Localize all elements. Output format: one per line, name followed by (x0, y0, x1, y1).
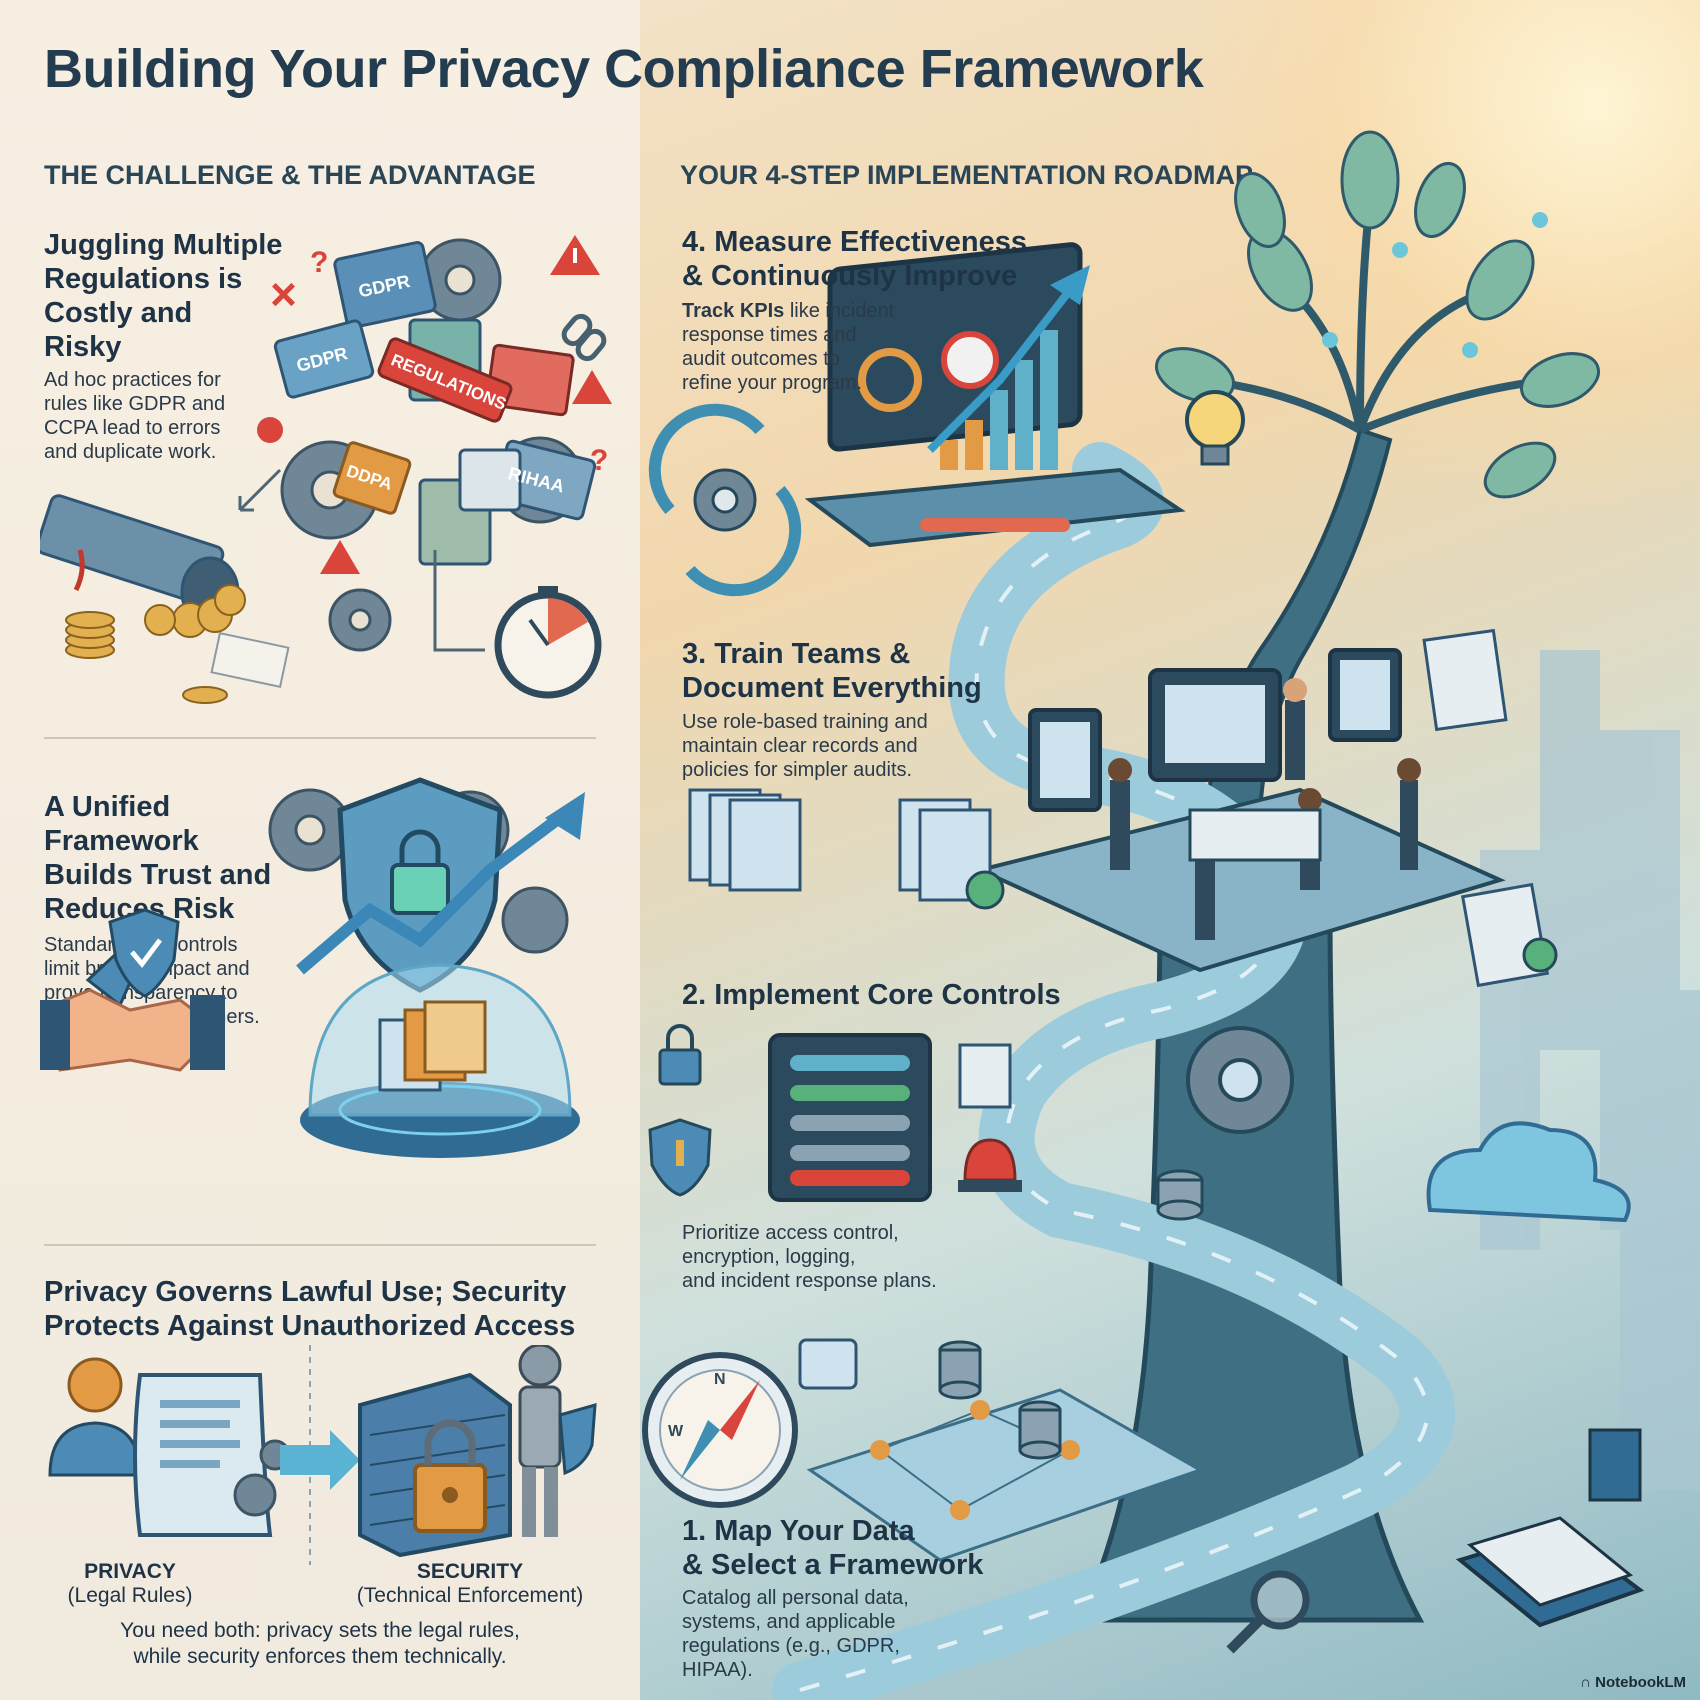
stopwatch-icon (494, 586, 602, 699)
step1-title: 1. Map Your Data & Select a Framework (682, 1515, 984, 1581)
document-stack-icon (1422, 628, 1508, 732)
question-icon: ?? (310, 246, 608, 477)
cycle-arrows-icon (648, 403, 802, 597)
alarm-icon (958, 1138, 1022, 1192)
privacy-label: PRIVACY (84, 1560, 176, 1583)
step2-body: Prioritize access control, encryption, l… (682, 1222, 937, 1292)
divider-1 (44, 737, 596, 739)
database-icon (1156, 1169, 1204, 1221)
lightbulb-icon (1185, 390, 1245, 466)
chain-link-icon (561, 313, 607, 362)
gear-icon (693, 468, 757, 532)
network-map-icon (806, 1388, 1204, 1562)
shield-lock-icon (648, 1118, 712, 1197)
block3-footer: You need both: privacy sets the legal ru… (120, 1619, 520, 1668)
roadmap-tree-illustration: N W (642, 130, 1700, 1700)
city-skyline (1480, 650, 1700, 1490)
roadmap-path (772, 442, 1456, 1700)
document-cards (273, 241, 597, 566)
arrow-icon (280, 1430, 360, 1490)
arrow-icon (238, 468, 282, 512)
step2-title: 2. Implement Core Controls (682, 979, 1061, 1011)
cloud-lock-icon (1426, 1121, 1631, 1223)
warning-icon (320, 235, 612, 574)
step3-body: Use role-based training and maintain cle… (682, 711, 928, 781)
document-stack-icon (1460, 882, 1558, 988)
block1-body: Ad hoc practices for rules like GDPR and… (44, 369, 226, 463)
checkmark-icon (965, 870, 1005, 910)
growth-arrow-icon (296, 792, 585, 975)
padlock-icon (658, 1024, 702, 1086)
dashboard-icon (804, 242, 1186, 548)
x-mark-icon: × (270, 268, 297, 320)
privacy-sublabel: (Legal Rules) (67, 1584, 193, 1607)
step4-body-bold: Track KPIs (682, 300, 785, 322)
glass-dome-icon (300, 963, 580, 1158)
coins-icon (65, 584, 246, 704)
right-section-heading: YOUR 4-STEP IMPLEMENTATION ROADMAP (680, 160, 1254, 190)
compass-w: W (668, 1423, 684, 1440)
knight-icon (518, 1345, 597, 1537)
padlock-icon (413, 1419, 487, 1533)
document-stack-icon (688, 788, 992, 902)
arrow-icon (433, 550, 485, 652)
left-section-heading: THE CHALLENGE & THE ADVANTAGE (44, 160, 536, 190)
step4-body: Track KPIs like incident response times … (682, 300, 895, 394)
book-icon (1455, 1428, 1645, 1628)
step3-title: 3. Train Teams & Document Everything (682, 638, 982, 704)
security-sublabel: (Technical Enforcement) (356, 1584, 584, 1607)
compass-n: N (714, 1371, 726, 1388)
document-icon (798, 1338, 858, 1390)
paper-icon (210, 631, 290, 689)
step1-body: Catalog all personal data, systems, and … (682, 1587, 909, 1681)
document-icon (958, 1043, 1012, 1109)
block1-title: Juggling Multiple Regulations is Costly … (44, 229, 283, 363)
control-panel-icon (768, 1033, 932, 1202)
notebooklm-logo-icon: ∩ (1580, 1674, 1596, 1691)
divider-2 (44, 1244, 596, 1246)
handshake-icon (40, 908, 225, 1072)
block3-title: Privacy Governs Lawful Use; Security Pro… (44, 1276, 576, 1342)
svg-text:?: ? (310, 246, 328, 279)
error-dot-icon (257, 417, 283, 443)
leak-drip-icon (73, 549, 85, 592)
database-icon (938, 1340, 1062, 1460)
security-label: SECURITY (416, 1560, 524, 1583)
team-platform (973, 648, 1506, 973)
regulations-chaos-illustration: GDPR GDPR REGULATIONS RIHAA DDPA ?? × (40, 235, 612, 704)
svg-text:?: ? (590, 444, 608, 477)
privacy-security-illustration (48, 1345, 597, 1565)
page-title: Building Your Privacy Compliance Framewo… (44, 39, 1204, 99)
compass-icon: N W (642, 1352, 798, 1508)
person-icon (48, 1357, 142, 1477)
unified-framework-illustration (40, 777, 585, 1158)
brand-watermark: ∩ NotebookLM (1580, 1674, 1686, 1691)
gear-icon (1186, 1026, 1294, 1134)
step4-title: 4. Measure Effectiveness & Continuously … (682, 226, 1027, 292)
magnifier-icon (1226, 1570, 1310, 1654)
